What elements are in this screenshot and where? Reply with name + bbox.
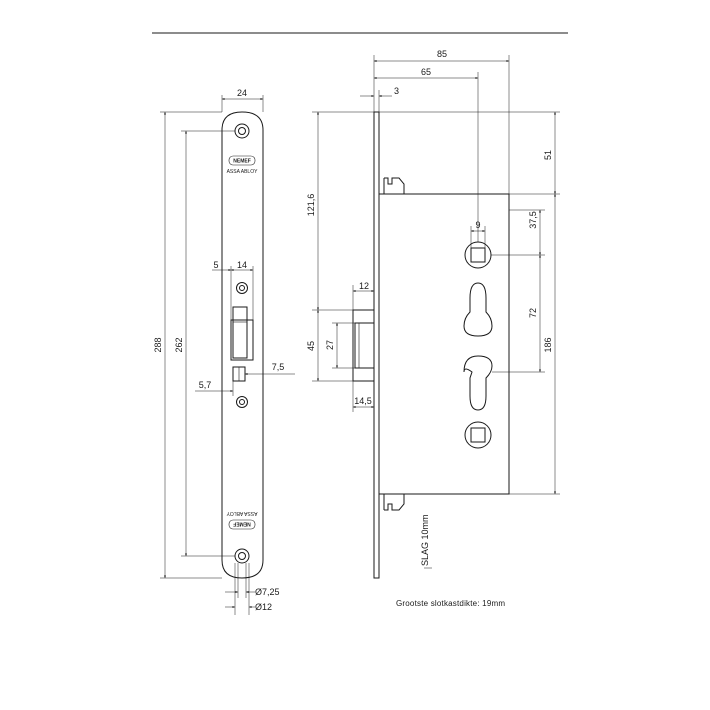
dim-depth-total: 85 (437, 49, 447, 59)
dim-latch-projection: 12 (359, 281, 369, 291)
latch-block-inner (354, 322, 375, 369)
cylinder-hole-upper (463, 282, 493, 337)
top-screw-hole-outer (234, 123, 250, 139)
latch-bolt (232, 306, 248, 359)
brand-logo-top: NEMEF (233, 159, 251, 165)
dim-hole-diameter-large: Ø12 (255, 602, 272, 612)
dim-case-top-offset: 51 (543, 150, 553, 160)
dim-bolt-offset: 7,5 (272, 362, 285, 372)
lower-small-hole-inner (239, 399, 245, 405)
side-view: 85 65 3 121,6 51 9 37,5 72 (306, 49, 560, 579)
dim-latch-offset: 5 (213, 260, 218, 270)
brand-logo-bottom-box (228, 519, 256, 530)
brand-logo-top-box (228, 155, 256, 166)
brand-logo-bottom: NEMEF (233, 521, 251, 527)
lower-spindle-hub (464, 421, 492, 449)
side-faceplate (373, 111, 380, 579)
dim-latch-width: 14 (237, 260, 247, 270)
dim-bolt-projection: 14,5 (354, 396, 372, 406)
bottom-screw-hole-outer (234, 548, 250, 564)
dim-overall-height: 288 (153, 337, 163, 352)
dim-hole-diameter-small: Ø7,25 (255, 587, 280, 597)
case-tab-top (383, 177, 405, 194)
dim-cyl-spacing: 72 (528, 308, 538, 318)
dim-deadbolt-offset: 5,7 (199, 380, 212, 390)
dim-hole-spacing: 262 (174, 337, 184, 352)
lower-spindle-square (470, 427, 486, 443)
dim-latch-height: 45 (306, 341, 316, 351)
throw-label: SLAG 10mm (420, 514, 430, 566)
bottom-screw-hole-inner (238, 552, 246, 560)
spindle-square (470, 247, 486, 263)
faceplate-outline (221, 111, 264, 579)
dim-latch-inner: 27 (325, 340, 335, 350)
latch-opening (230, 319, 254, 361)
case-thickness-note: Grootste slotkastdikte: 19mm (396, 599, 505, 608)
dim-top-to-case: 121,6 (306, 194, 316, 217)
upper-small-hole-inner (239, 285, 245, 291)
lower-small-hole-outer (236, 396, 248, 408)
lock-case (378, 193, 510, 495)
case-tab-bottom (383, 494, 405, 511)
dim-spindle-to-cyl: 37,5 (528, 211, 538, 229)
dim-case-height: 186 (543, 337, 553, 352)
brand-sub-bottom: ASSA ABLOY (226, 510, 258, 516)
latch-block (352, 309, 375, 382)
top-screw-hole-inner (238, 127, 246, 135)
front-view: NEMEF ASSA ABLOY NEMEF ASSA ABLOY 24 288… (153, 88, 295, 615)
dim-spindle-size: 9 (475, 220, 480, 230)
spindle-hub-outer (464, 241, 492, 269)
dim-backset: 65 (421, 67, 431, 77)
dim-faceplate: 3 (394, 86, 399, 96)
brand-sub-top: ASSA ABLOY (227, 169, 259, 175)
cylinder-hole-lower (463, 355, 493, 411)
upper-small-hole-outer (236, 282, 248, 294)
dim-width: 24 (237, 88, 247, 98)
